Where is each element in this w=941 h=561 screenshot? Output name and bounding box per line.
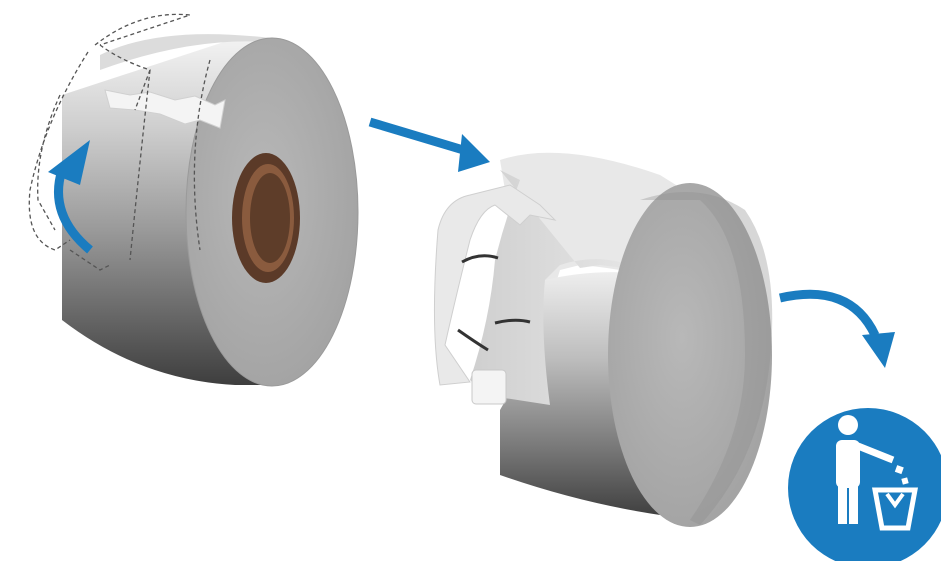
tape-tab [471,369,507,405]
wrap-flap [470,170,710,405]
curved-rotate-arrow-icon [54,168,93,254]
recycle-bin-person-icon [788,408,941,561]
roll-top-edge [100,34,300,70]
peeled-wrap [433,152,773,527]
peeled-layer-outline [28,13,191,271]
label-roll [28,13,359,387]
curved-down-arrow-icon [778,289,895,368]
adhesive-mark [461,254,499,264]
wrap-face [608,183,772,527]
right-arrow-icon [368,117,490,172]
torn-edge [104,89,226,129]
